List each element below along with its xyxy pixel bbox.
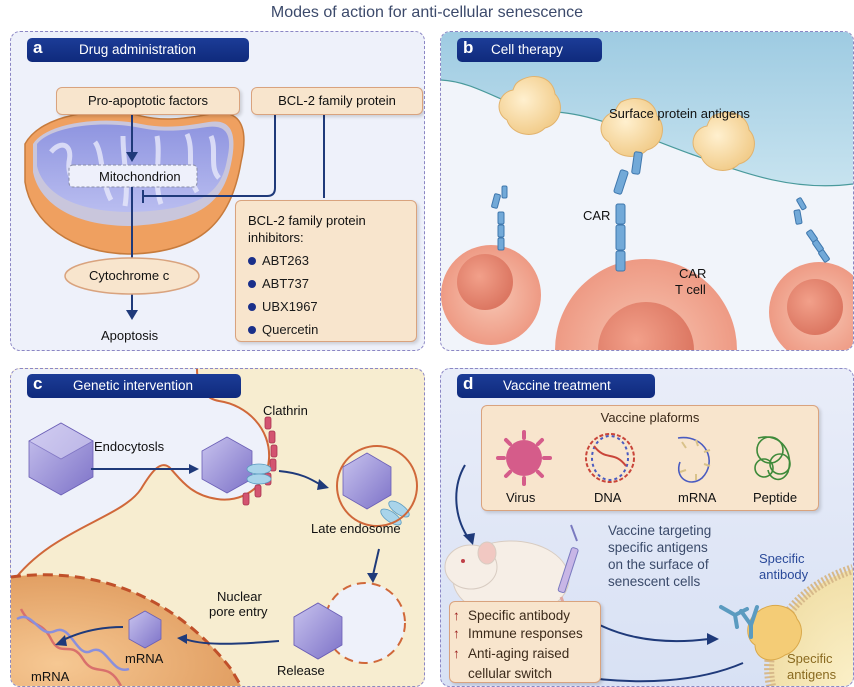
late-endosome-label: Late endosome <box>311 521 401 536</box>
specific-antibody-label-2: antibody <box>759 567 809 582</box>
up-arrow-icon: ↑ <box>453 626 460 641</box>
viral-capsid <box>201 436 253 494</box>
cell-therapy-illustration <box>441 32 853 350</box>
panel-header: c Genetic intervention <box>27 374 241 398</box>
pro-apoptotic-label: Pro-apoptotic factors <box>88 93 208 108</box>
cytochrome-label: Cytochrome c <box>89 268 170 283</box>
panel-header: b Cell therapy <box>457 38 602 62</box>
inhibitors-title: BCL-2 family protein <box>248 213 366 228</box>
inhibitor-item: ABT737 <box>248 276 318 291</box>
late-endosome <box>336 445 418 527</box>
peptide-icon <box>754 436 791 481</box>
car-receptor <box>491 151 830 272</box>
bcl2-protein-box: BCL-2 family protein <box>251 87 423 115</box>
mrna-particle-label: mRNA <box>125 651 164 666</box>
panel-header: d Vaccine treatment <box>457 374 655 398</box>
panel-header: a Drug administration <box>27 38 249 62</box>
vaccine-platforms-box: Vaccine plaforms <box>481 405 819 511</box>
inhibitor-item: ABT263 <box>248 253 318 268</box>
platform-label: Virus <box>506 490 536 505</box>
senescent-cell <box>769 569 853 686</box>
panel-label: Drug administration <box>79 42 197 57</box>
mouse <box>444 540 570 637</box>
vaccine-text-line: senescent cells <box>608 574 701 589</box>
apoptosis-label: Apoptosis <box>101 328 159 343</box>
surface-antigen <box>498 76 561 135</box>
mitochondrion-label: Mitochondrion <box>99 169 181 184</box>
up-arrow-icon: ↑ <box>453 608 460 623</box>
panel-label: Vaccine treatment <box>503 378 611 393</box>
surface-antigen <box>692 112 755 171</box>
platform-label: DNA <box>594 490 622 505</box>
effect-item: ↑ Anti-aging raised <box>450 644 600 664</box>
vaccine-treatment-illustration <box>444 464 853 686</box>
panel-letter: c <box>33 374 43 393</box>
effect-label: Specific antibody <box>468 608 571 623</box>
car-label: CAR <box>583 208 611 223</box>
effect-label: Immune responses <box>468 626 583 641</box>
release-label: Release <box>277 663 325 678</box>
specific-antibody-label-1: Specific <box>759 551 805 566</box>
specific-antigen <box>747 604 802 661</box>
up-arrow-icon: ↑ <box>453 646 460 661</box>
panel-label: Genetic intervention <box>73 378 194 393</box>
car-t-cell-label-2: T cell <box>675 282 706 297</box>
viral-capsid <box>342 452 392 510</box>
syringe-icon <box>557 524 579 594</box>
effects-box: ↑ Specific antibody ↑ Immune responses ↑ An… <box>449 601 601 683</box>
bcl2-label: BCL-2 family protein <box>278 93 396 108</box>
nucleus <box>11 574 241 686</box>
viral-capsid <box>128 610 162 649</box>
nuclear-pore-label-2: pore entry <box>209 604 268 619</box>
viral-capsid <box>28 422 94 496</box>
effect-item: ↑ Specific antibody <box>450 606 600 626</box>
effect-label: Anti-aging raised <box>468 646 570 661</box>
inhibitors-title-2: inhibitors: <box>248 230 304 245</box>
mrna-icon <box>677 436 711 483</box>
surface-antigen <box>600 98 663 157</box>
panel-letter: b <box>463 38 474 57</box>
inhibitors-box: BCL-2 family protein inhibitors: ABT263 … <box>235 200 417 342</box>
panel-letter: a <box>33 38 43 57</box>
platform-label: Peptide <box>753 490 798 505</box>
vaccine-text-line: Vaccine targeting <box>608 523 712 538</box>
mitochondrion-illustration <box>24 91 331 320</box>
platforms-title: Vaccine plaforms <box>600 410 700 425</box>
clathrin-label: Clathrin <box>263 403 308 418</box>
pro-apoptotic-factors-box: Pro-apoptotic factors <box>56 87 240 115</box>
panel-letter: d <box>463 374 474 393</box>
endocytosis-label: Endocytosls <box>94 439 165 454</box>
virus-icon <box>496 430 552 486</box>
panel-genetic-intervention: c Genetic intervention Clathrin Endocyto… <box>10 368 425 687</box>
antibody <box>719 605 759 639</box>
nuclear-pore-label-1: Nuclear <box>217 589 262 604</box>
cytochrome-ellipse <box>64 257 200 295</box>
inhibitor-item: UBX1967 <box>248 299 318 314</box>
figure-title: Modes of action for anti-cellular senesc… <box>270 4 584 21</box>
panel-label: Cell therapy <box>491 42 564 57</box>
surface-antigens-label: Surface protein antigens <box>609 106 750 121</box>
effect-item: ↑ Immune responses <box>450 624 600 644</box>
effect-label: cellular switch <box>468 666 553 681</box>
mrna-strand-label: mRNA <box>31 669 70 684</box>
genetic-intervention-illustration <box>11 369 418 686</box>
panel-vaccine-treatment: d Vaccine treatment Vaccine plaforms <box>440 368 854 687</box>
vaccine-text-line: specific antigens <box>608 540 708 555</box>
panel-cell-therapy: b Cell therapy Surface protein antigens … <box>440 31 854 351</box>
specific-antigens-label-1: Specific <box>787 651 833 666</box>
effect-item: cellular switch <box>450 664 600 684</box>
panel-drug-administration: a Drug administration <box>10 31 425 351</box>
vaccine-text-line: on the surface of <box>608 557 709 572</box>
cell-membrane <box>11 369 271 585</box>
car-t-cell-label-1: CAR <box>679 266 707 281</box>
platform-icons <box>496 430 791 486</box>
inhibitor-item: Quercetin <box>248 322 318 337</box>
dna-icon <box>585 433 635 483</box>
specific-antigens-label-2: antigens <box>787 667 837 682</box>
platform-label: mRNA <box>678 490 717 505</box>
